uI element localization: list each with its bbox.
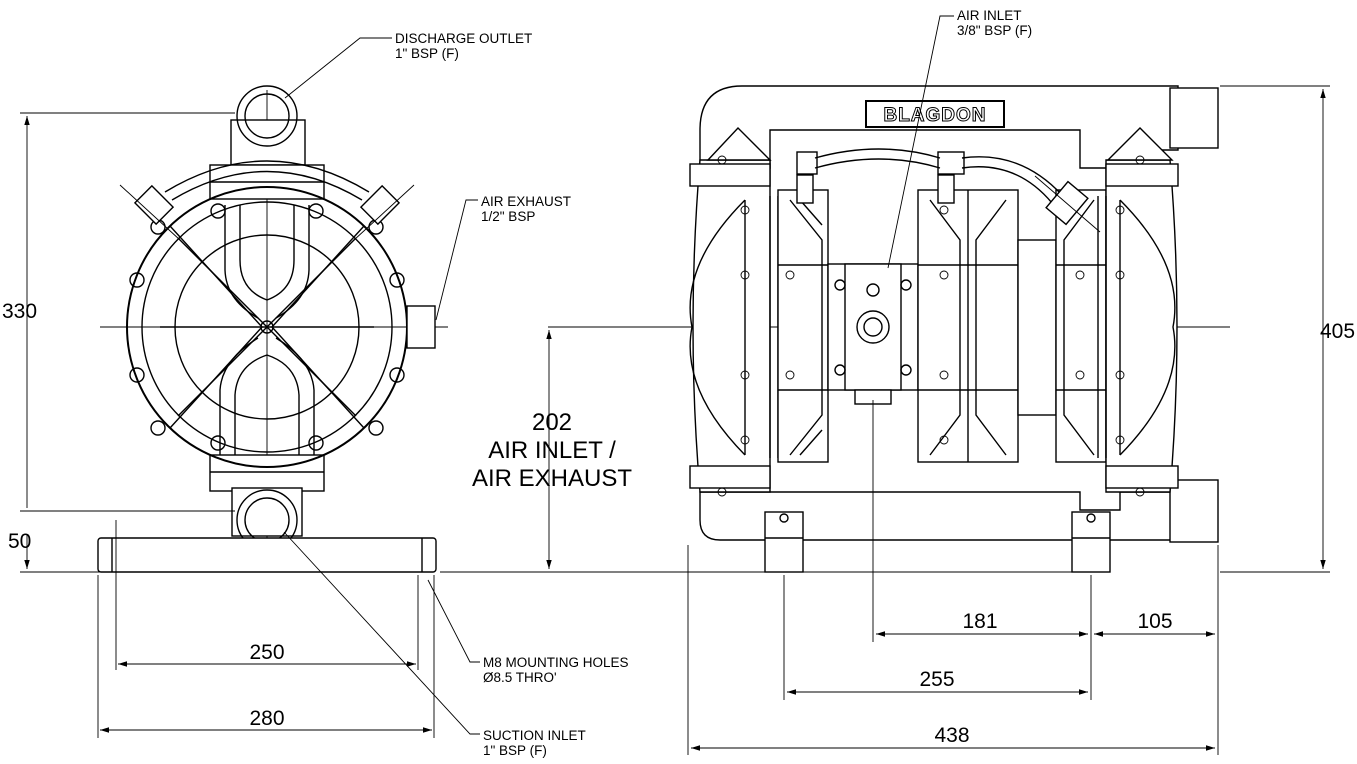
side-foot-left (764, 511, 804, 573)
dim-base-width-front: 280 (249, 707, 284, 730)
air-inlet-size: 3/8" BSP (F) (957, 23, 1032, 38)
side-bolts (717, 155, 1145, 497)
air-inlet-label: AIR INLET (957, 8, 1022, 23)
side-foot-right (1071, 511, 1111, 573)
dimension-lines (20, 85, 1330, 755)
dim-inlet-to-port: 181 (962, 610, 997, 633)
right-column (1017, 239, 1057, 416)
air-tubes (814, 148, 1101, 233)
front-base (97, 537, 437, 573)
brand-plate: BLAGDON (883, 105, 986, 126)
center-height-label-2: AIR EXHAUST (472, 465, 632, 492)
center-height-value: 202 (532, 409, 572, 436)
dim-port-offset: 105 (1137, 610, 1172, 633)
discharge-outlet-label: DISCHARGE OUTLET (395, 31, 532, 46)
air-exhaust-label: AIR EXHAUST (481, 194, 571, 209)
suction-inlet-label: SUCTION INLET (483, 728, 586, 743)
dim-overall-width: 438 (934, 724, 969, 747)
left-diaphragm-block (777, 151, 829, 463)
mounting-holes-size: Ø8.5 THRO' (483, 670, 557, 685)
side-top-manifold: BLAGDON (699, 85, 1219, 169)
front-air-fittings (119, 160, 415, 241)
leader-lines (283, 15, 954, 735)
right-chamber (1097, 159, 1179, 493)
discharge-outlet-size: 1" BSP (F) (395, 46, 459, 61)
text-labels: DISCHARGE OUTLET 1" BSP (F) AIR EXHAUST … (2, 8, 1355, 758)
side-bottom-manifold (699, 479, 1219, 543)
air-exhaust-size: 1/2" BSP (481, 209, 535, 224)
dim-height-side: 405 (1320, 320, 1355, 343)
front-view (97, 85, 448, 573)
suction-inlet-port (231, 487, 303, 551)
dim-height-front: 330 (2, 300, 37, 323)
mounting-holes-label: M8 MOUNTING HOLES (483, 655, 629, 670)
dim-hole-spacing-side: 255 (919, 668, 954, 691)
left-chamber (689, 159, 779, 493)
suction-inlet-size: 1" BSP (F) (483, 743, 547, 758)
dim-hole-spacing-front: 250 (249, 641, 284, 664)
dim-base-height: 50 (8, 530, 31, 553)
middle-diaphragm-block (917, 151, 1019, 463)
center-height-label-1: AIR INLET / (488, 437, 616, 464)
center-valve-body (827, 263, 919, 405)
air-exhaust-stub (406, 305, 436, 349)
discharge-outlet-port (230, 85, 306, 166)
side-view: BLAGDON (548, 85, 1230, 573)
